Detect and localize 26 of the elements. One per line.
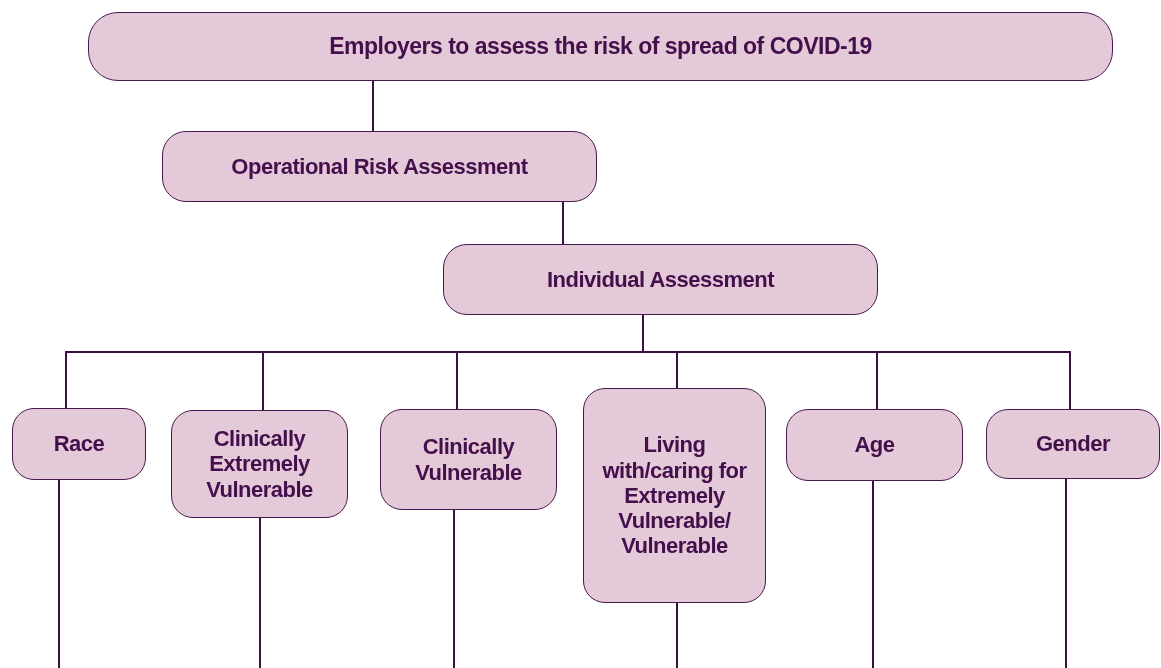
rounded-box: [162, 131, 597, 202]
node-label: Race: [53, 431, 105, 457]
node-label: Clinically Vulnerable: [414, 434, 523, 485]
node-label: Individual Assessment: [546, 266, 775, 293]
connector-line: [872, 480, 874, 668]
node-label: Age: [854, 432, 895, 458]
rounded-box: [171, 410, 348, 518]
rounded-box: [443, 244, 878, 315]
connector-line: [676, 602, 678, 668]
node-label: Gender: [1036, 431, 1110, 457]
connector-line: [372, 80, 374, 132]
node-label: Living with/caring for Extremely Vulnerable/ Vulnerable: [601, 432, 748, 559]
rounded-box: [583, 388, 766, 603]
rounded-box: [12, 408, 146, 480]
connector-line: [259, 517, 261, 668]
node-label: Clinically Extremely Vulnerable: [205, 426, 314, 502]
node-label: Operational Risk Assessment: [231, 153, 528, 180]
rounded-box: [380, 409, 557, 510]
connector-line: [1065, 478, 1067, 668]
connector-line: [58, 479, 60, 668]
rounded-box: [88, 12, 1113, 81]
rounded-box: [986, 409, 1160, 479]
connector-line: [453, 509, 455, 668]
connector-line: [562, 201, 564, 245]
node-label: Employers to assess the risk of spread of COVID-19: [329, 33, 872, 60]
rounded-box: [786, 409, 963, 481]
